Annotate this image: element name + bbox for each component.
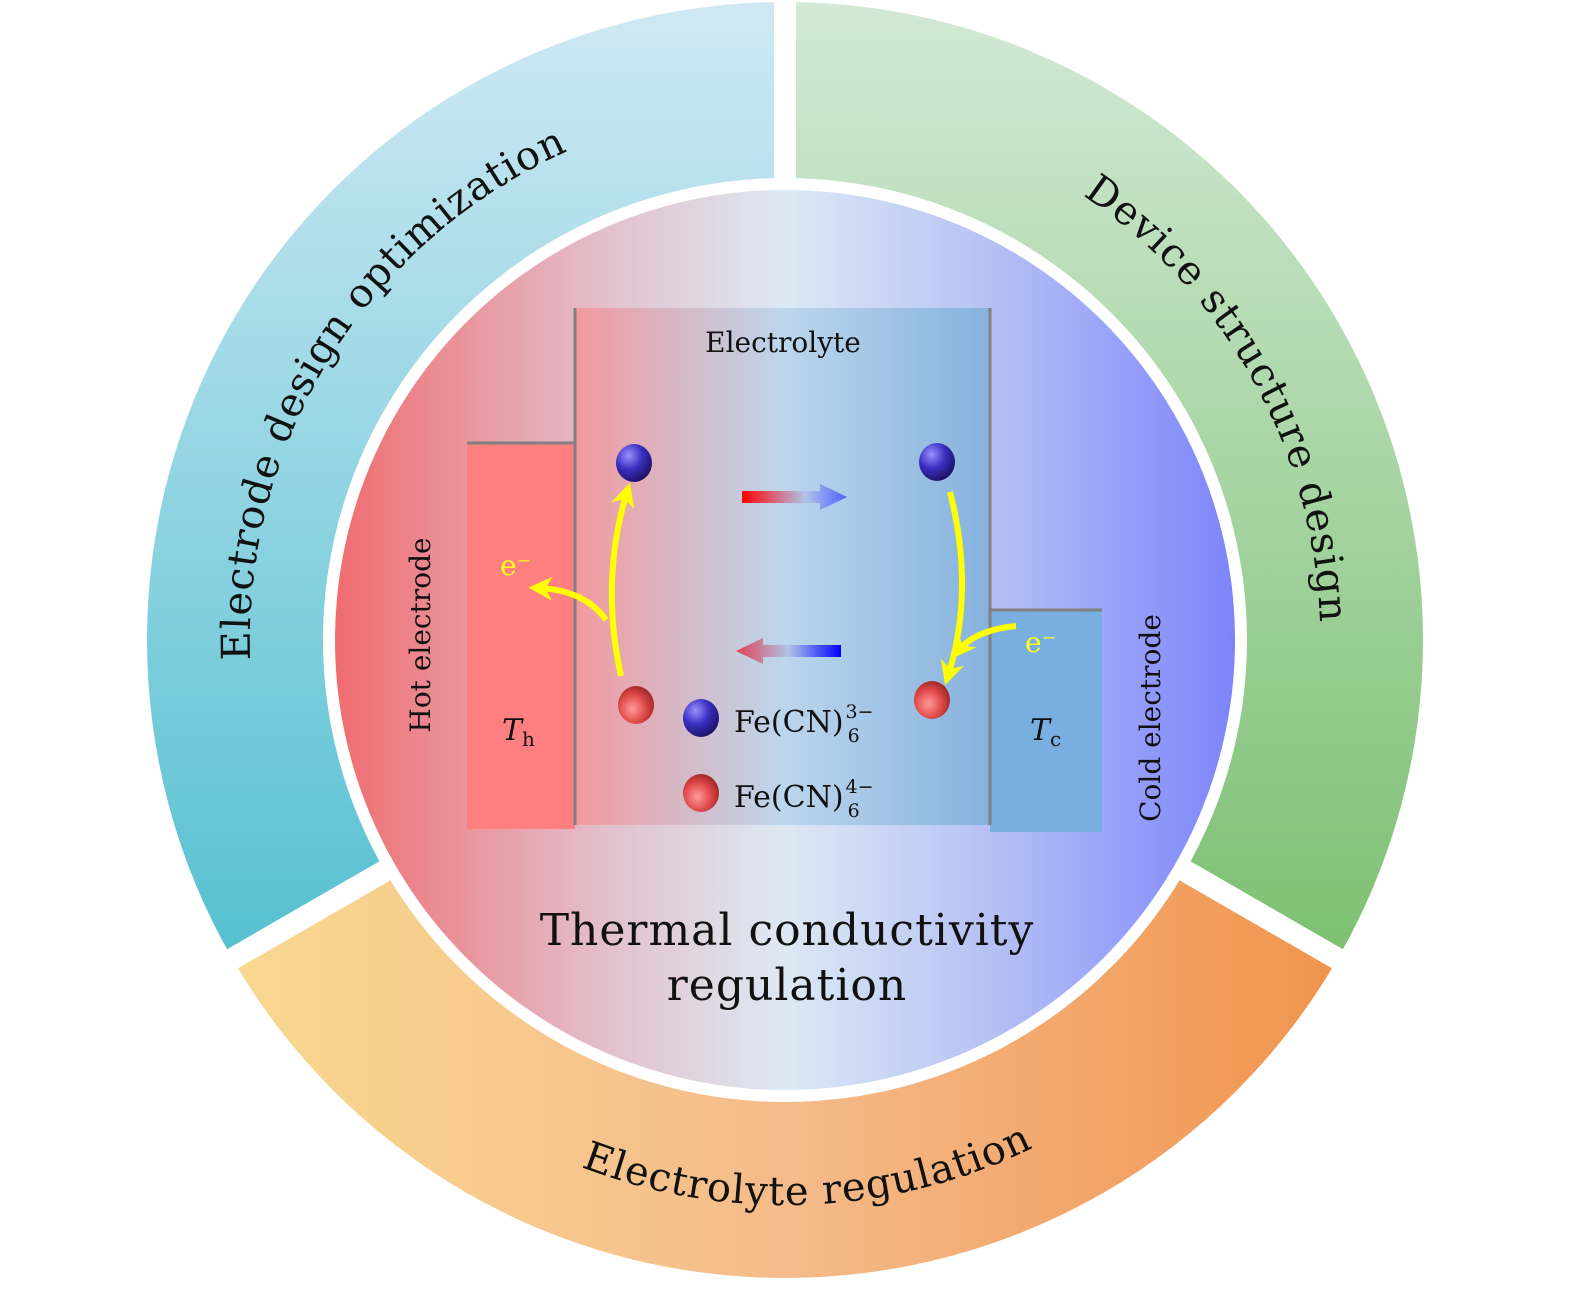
electron-hot: e⁻ (500, 549, 531, 582)
electron-cold: e⁻ (1025, 626, 1056, 659)
legend: Fe(CN)3−6 Fe(CN)4−6 (683, 699, 874, 822)
center-title-line1: Thermal conductivity (540, 905, 1035, 956)
electrolyte-box (575, 308, 990, 825)
electrolyte-label: Electrolyte (705, 326, 861, 359)
ferrocyanide-ion (914, 681, 950, 719)
arrow-right-hot-to-cold (742, 484, 847, 510)
oxidation-arrow (608, 482, 635, 677)
cold-electrode-label: Cold electrode (1134, 614, 1167, 822)
redox-arrows (528, 482, 1017, 686)
ferricyanide-ion (616, 444, 652, 482)
segment-electrolyte-regulation (232, 871, 1338, 1278)
hot-electrode-label: Hot electrode (404, 537, 437, 732)
segment-electrode-design (147, 2, 786, 959)
arrow-left-cold-to-hot (736, 638, 841, 664)
legend-ferrocyanide-swatch (683, 774, 719, 812)
legend-ferricyanide-label: Fe(CN)3−6 (734, 701, 874, 747)
hot-temperature: Th (502, 713, 535, 751)
legend-ferrocyanide-label: Fe(CN)4−6 (734, 776, 874, 822)
cold-temperature: Tc (1030, 713, 1061, 751)
ferrocyanide-ion (618, 686, 654, 724)
electron-release-arrow (528, 576, 609, 622)
center-title-line2: regulation (667, 960, 907, 1011)
ferricyanide-ion (919, 443, 955, 481)
legend-ferricyanide-swatch (683, 699, 719, 737)
electron-uptake-arrow (951, 623, 1017, 659)
hot-electrode (467, 443, 575, 829)
cell-outline (467, 308, 1102, 825)
segment-device-structure (785, 2, 1423, 959)
cold-electrode (990, 610, 1102, 832)
